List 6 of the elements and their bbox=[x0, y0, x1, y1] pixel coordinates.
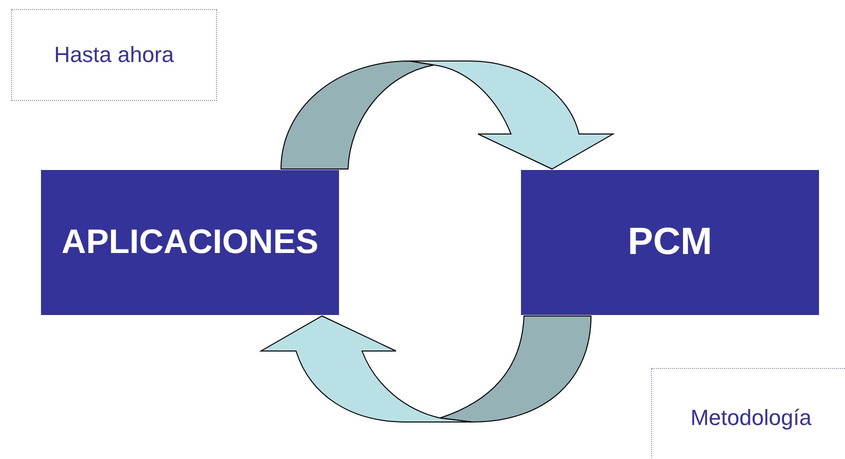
text-box: Metodología bbox=[651, 368, 845, 459]
text-box: Hasta ahora bbox=[11, 9, 217, 101]
curved-block-arrow bbox=[280, 60, 614, 170]
curved-block-arrow bbox=[260, 316, 592, 422]
process-box: APLICACIONES bbox=[41, 170, 339, 315]
process-box: PCM bbox=[521, 170, 819, 315]
